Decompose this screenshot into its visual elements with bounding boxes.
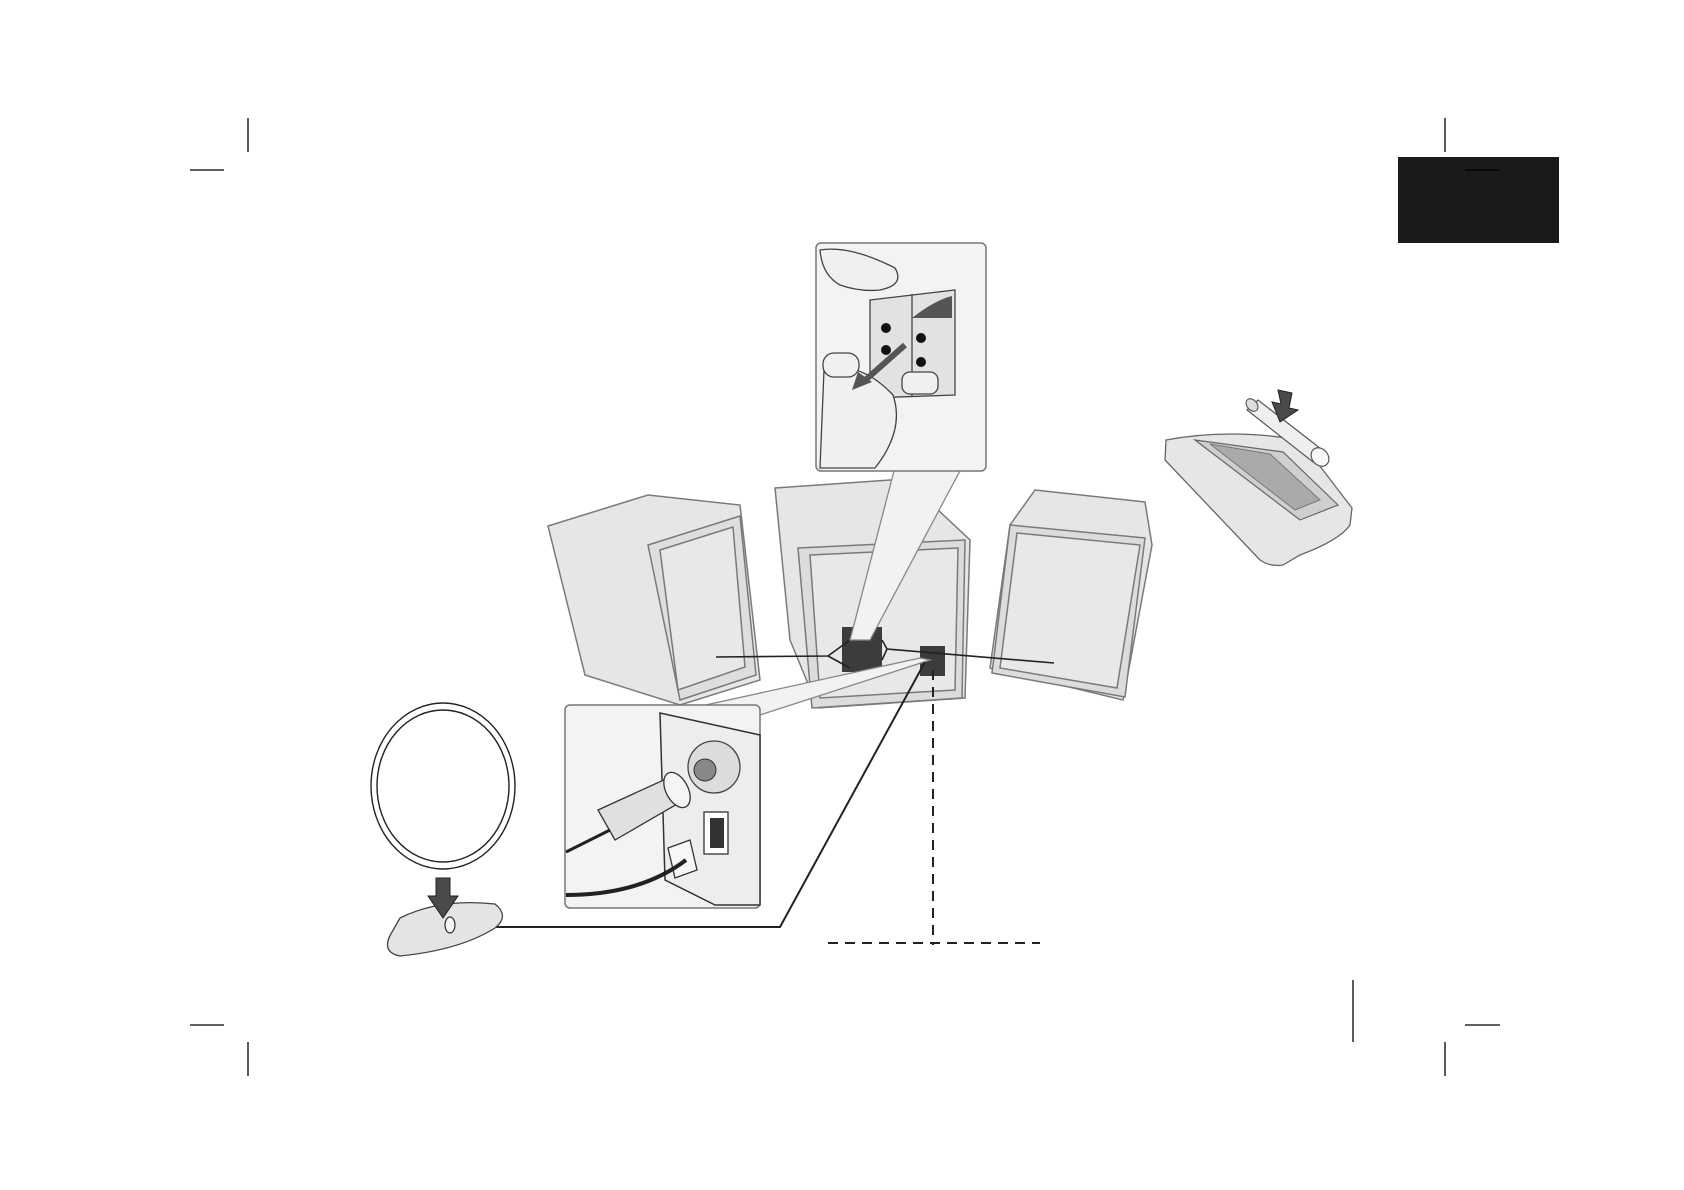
right-speaker — [990, 490, 1152, 700]
remote-control-with-battery — [1165, 390, 1352, 565]
dashed-guide-line — [828, 670, 1040, 945]
speaker-terminal-inset — [816, 243, 986, 471]
left-speaker — [548, 495, 760, 705]
antenna-jack-inset — [565, 705, 760, 908]
am-loop-antenna — [371, 703, 515, 956]
